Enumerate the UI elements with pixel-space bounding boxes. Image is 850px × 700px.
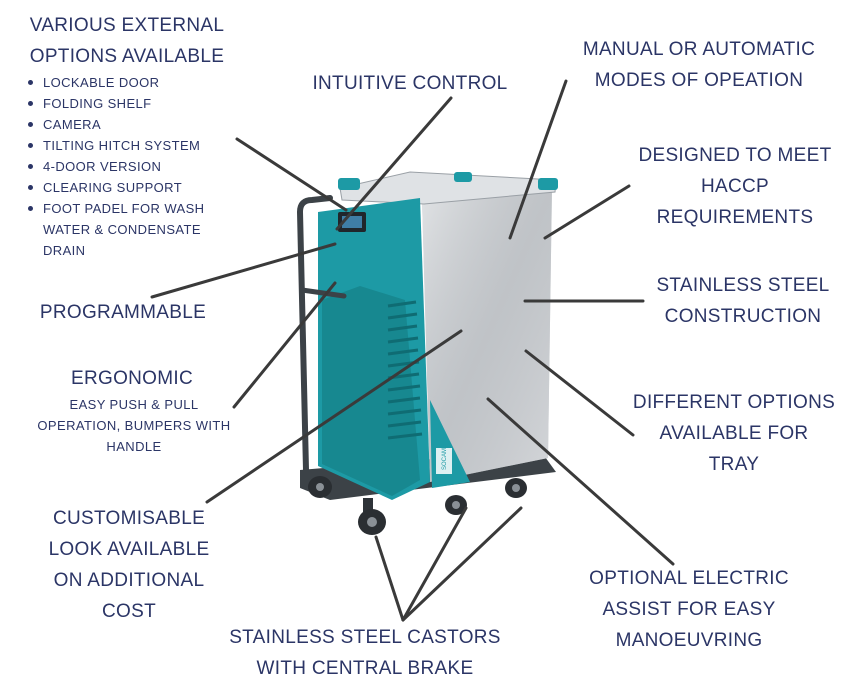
programmable-label: PROGRAMMABLE xyxy=(39,302,207,323)
side-vents xyxy=(387,300,423,440)
brand-badge-text: SOCAMEL xyxy=(442,440,448,470)
top-bumper-left xyxy=(338,178,360,190)
leader-lines xyxy=(150,79,675,622)
ergonomic-description: EASY PUSH & PULL OPERATION, BUMPERS WITH… xyxy=(37,397,231,454)
castor-back-left xyxy=(308,476,332,498)
top-bumper-right xyxy=(538,178,558,190)
option-item: LOCKABLE DOOR xyxy=(27,72,204,93)
option-item: FOLDING SHELF xyxy=(27,93,204,114)
option-item: FOOT PADEL FOR WASH xyxy=(27,198,204,219)
option-item: 4-DOOR VERSION xyxy=(27,156,204,177)
external-options-heading: VARIOUS EXTERNAL OPTIONS AVAILABLE xyxy=(29,15,225,67)
option-item: CAMERA xyxy=(27,114,204,135)
option-item-continued: DRAIN xyxy=(43,243,86,258)
intuitive-control-label: INTUITIVE CONTROL xyxy=(312,73,508,94)
castors-label: STAINLESS STEEL CASTORS WITH CENTRAL BRA… xyxy=(229,627,501,679)
castor-back-right xyxy=(505,478,527,498)
option-item-continued: WATER & CONDENSATE xyxy=(43,222,201,237)
option-item: TILTING HITCH SYSTEM xyxy=(27,135,204,156)
brand-badge xyxy=(436,448,452,474)
haccp-label: DESIGNED TO MEET HACCP REQUIREMENTS xyxy=(638,145,832,228)
customisable-label: CUSTOMISABLE LOOK AVAILABLE ON ADDITIONA… xyxy=(48,508,210,622)
castor-front-right xyxy=(445,495,467,515)
stainless-construction-label: STAINLESS STEEL CONSTRUCTION xyxy=(656,275,830,327)
option-item: CLEARING SUPPORT xyxy=(27,177,204,198)
electric-assist-label: OPTIONAL ELECTRIC ASSIST FOR EASY MANOEU… xyxy=(589,568,789,651)
manual-automatic-label: MANUAL OR AUTOMATIC MODES OF OPEATION xyxy=(582,39,816,91)
tray-options-label: DIFFERENT OPTIONS AVAILABLE FOR TRAY xyxy=(632,392,836,475)
external-options-list: LOCKABLE DOOR FOLDING SHELF CAMERA TILTI… xyxy=(27,72,204,261)
push-handle xyxy=(296,195,333,473)
castor-front-left xyxy=(358,498,386,535)
top-bumper-center xyxy=(454,172,472,182)
ergonomic-label: ERGONOMIC xyxy=(71,368,193,389)
